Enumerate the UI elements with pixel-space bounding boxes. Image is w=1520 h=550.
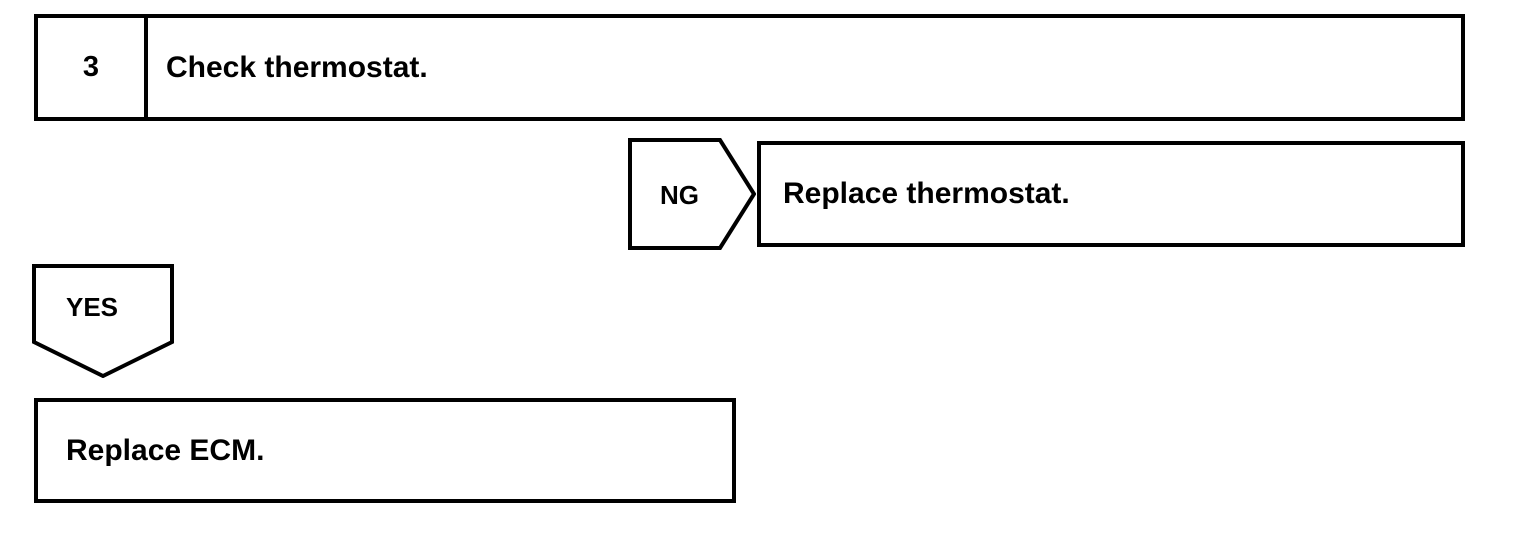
action-text-replace-ecm: Replace ECM. (66, 433, 265, 467)
step-instruction: Check thermostat. (166, 50, 428, 84)
action-box-replace-thermostat: Replace thermostat. (757, 141, 1465, 247)
branch-label-yes: YES (66, 292, 119, 322)
branch-arrow-ng: NG (628, 138, 756, 250)
branch-arrow-yes: YES (32, 264, 174, 378)
step-row: 3 Check thermostat. (34, 14, 1465, 121)
step-number: 3 (38, 18, 148, 117)
arrow-down-pentagon-icon (32, 264, 174, 378)
action-text-replace-thermostat: Replace thermostat. (783, 177, 1070, 210)
action-box-replace-ecm: Replace ECM. (34, 398, 736, 503)
branch-label-ng: NG (660, 180, 699, 210)
arrow-right-pentagon-icon (628, 138, 756, 250)
